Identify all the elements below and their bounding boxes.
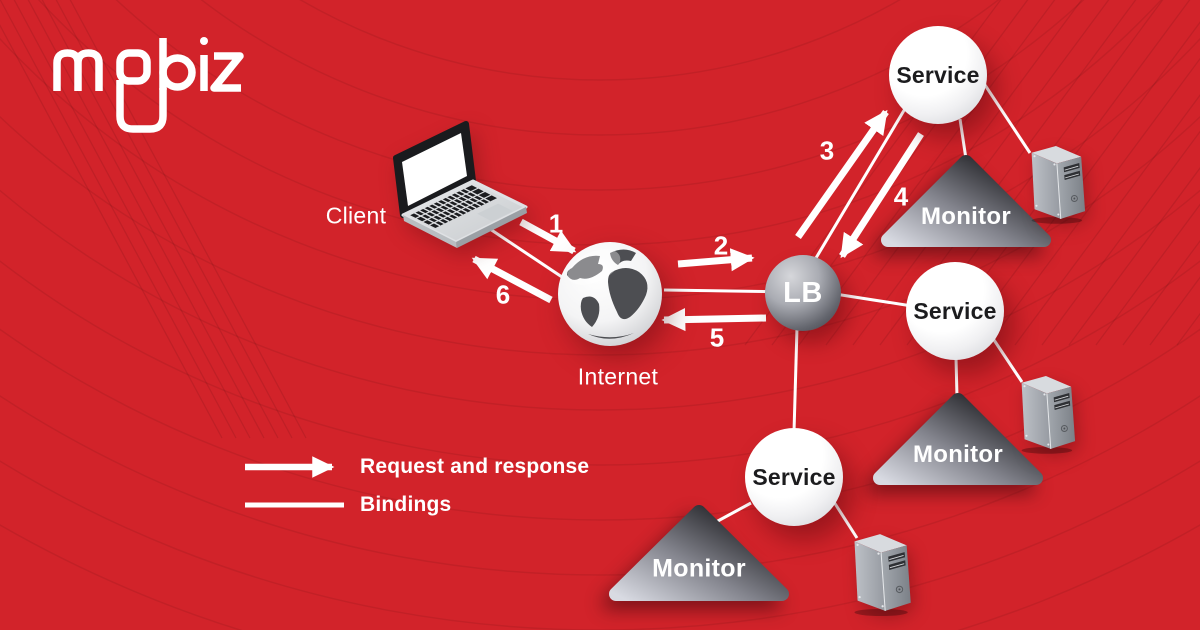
client-label: Client <box>325 202 387 229</box>
internet-globe-icon <box>558 242 662 346</box>
monitor-label: Monitor <box>652 554 746 583</box>
monitor-pyramid-bottom: Monitor <box>606 502 792 604</box>
flow-step-5: 5 <box>709 322 725 353</box>
legend-bindings-label: Bindings <box>360 493 452 516</box>
monitor-pyramid-middle: Monitor <box>870 390 1046 488</box>
load-balancer-node: LB <box>765 255 841 331</box>
internet-label: Internet <box>577 363 659 390</box>
flow-step-1: 1 <box>548 208 564 239</box>
pyramid-icon <box>609 505 789 601</box>
monitor-label: Monitor <box>920 202 1012 230</box>
service-node-top: Service <box>889 26 987 124</box>
monitor-label: Monitor <box>912 440 1004 468</box>
service-node-bottom: Service <box>745 428 843 526</box>
flow-step-2: 2 <box>713 230 729 261</box>
flow-step-6: 6 <box>495 279 511 310</box>
flow-step-3: 3 <box>819 135 835 166</box>
server-tower-icon-middle <box>1021 375 1076 454</box>
pyramid-icon <box>873 393 1043 485</box>
client-laptop-icon <box>390 121 538 260</box>
mobiz-logo <box>53 37 244 133</box>
legend-request-response-label: Request and response <box>360 455 590 478</box>
server-tower-icon-bottom <box>853 533 912 616</box>
pyramid-icon <box>881 155 1051 247</box>
flow-step-4: 4 <box>893 181 909 212</box>
service-node-middle: Service <box>906 262 1004 360</box>
server-tower-icon-top <box>1031 145 1086 224</box>
monitor-pyramid-top: Monitor <box>878 152 1054 250</box>
